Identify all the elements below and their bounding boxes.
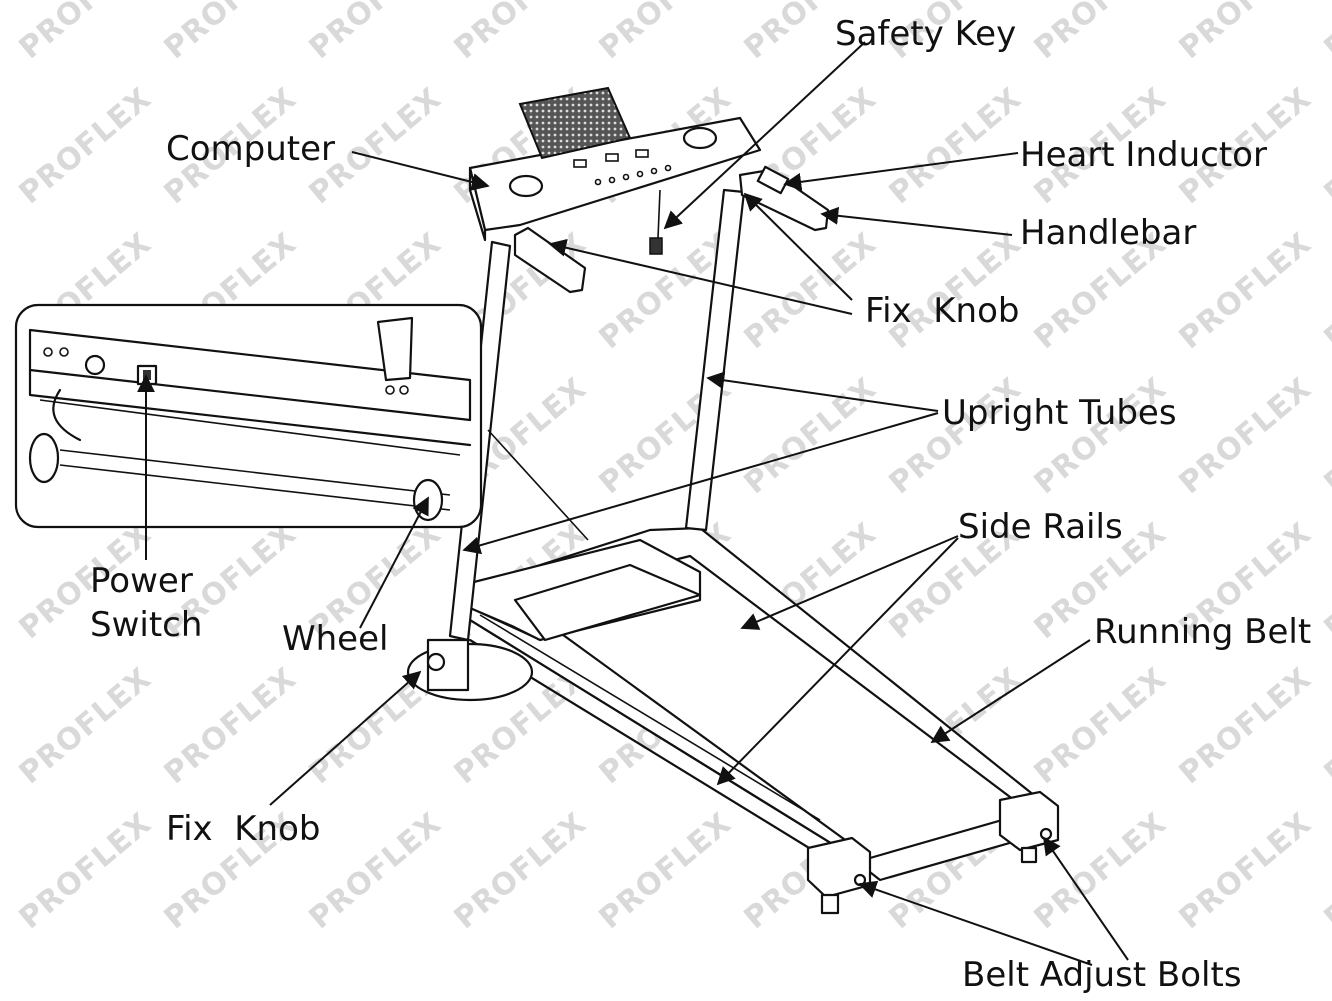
watermark-text-51: PROFLEX bbox=[158, 661, 304, 791]
watermark-text-58: PROFLEX bbox=[1173, 661, 1319, 791]
treadmill-drawing bbox=[406, 86, 1060, 915]
watermark-text-49: PROFLEX bbox=[1318, 516, 1332, 646]
watermark-text-69: PROFLEX bbox=[1318, 806, 1332, 936]
label-computer: Computer bbox=[166, 129, 335, 169]
watermark-text-68: PROFLEX bbox=[1173, 806, 1319, 936]
watermark-text-19: PROFLEX bbox=[1318, 81, 1332, 211]
watermark-text-9: PROFLEX bbox=[1318, 0, 1332, 66]
watermark-text-62: PROFLEX bbox=[303, 806, 449, 936]
watermark-text-60: PROFLEX bbox=[13, 806, 159, 936]
watermark-text-1: PROFLEX bbox=[158, 0, 304, 66]
end-cap-left bbox=[806, 836, 872, 899]
watermark-text-0: PROFLEX bbox=[13, 0, 159, 66]
label-wheel: Wheel bbox=[282, 619, 388, 659]
label-fix-knob-top: Fix Knob bbox=[865, 291, 1020, 331]
watermark-text-29: PROFLEX bbox=[1318, 226, 1332, 356]
watermark-text-3: PROFLEX bbox=[448, 0, 594, 66]
watermark-text-59: PROFLEX bbox=[1318, 661, 1332, 791]
watermark-text-38: PROFLEX bbox=[1173, 371, 1319, 501]
watermark-text-57: PROFLEX bbox=[1028, 661, 1174, 791]
label-heart-inductor: Heart Inductor bbox=[1020, 135, 1267, 175]
watermark-text-7: PROFLEX bbox=[1028, 0, 1174, 66]
label-belt-adjust-bolts: Belt Adjust Bolts bbox=[962, 955, 1242, 995]
watermark-text-4: PROFLEX bbox=[593, 0, 739, 66]
tablet-holder bbox=[518, 86, 632, 160]
label-running-belt: Running Belt bbox=[1094, 612, 1311, 652]
upright-tube-right bbox=[684, 188, 746, 532]
watermark-text-8: PROFLEX bbox=[1173, 0, 1319, 66]
watermark-text-64: PROFLEX bbox=[593, 806, 739, 936]
watermark-text-2: PROFLEX bbox=[303, 0, 449, 66]
labels: Safety Key Computer Heart Inductor Handl… bbox=[90, 14, 1311, 995]
label-power-switch-line2: Switch bbox=[90, 605, 202, 645]
watermark-text-63: PROFLEX bbox=[448, 806, 594, 936]
label-upright-tubes: Upright Tubes bbox=[942, 393, 1177, 433]
power-switch-inset bbox=[14, 303, 483, 529]
watermark-text-10: PROFLEX bbox=[13, 81, 159, 211]
watermark-text-39: PROFLEX bbox=[1318, 371, 1332, 501]
watermark-text-25: PROFLEX bbox=[738, 226, 884, 356]
label-power-switch-line1: Power bbox=[90, 561, 193, 601]
leader-lines bbox=[137, 41, 1129, 966]
handlebar-left bbox=[513, 226, 587, 294]
end-cap-right bbox=[998, 790, 1060, 852]
label-side-rails: Side Rails bbox=[958, 507, 1123, 547]
label-handlebar: Handlebar bbox=[1020, 213, 1196, 253]
watermark-text-37: PROFLEX bbox=[1028, 371, 1174, 501]
label-fix-knob-bottom: Fix Knob bbox=[166, 809, 321, 849]
watermark-text-36: PROFLEX bbox=[883, 371, 1029, 501]
label-safety-key: Safety Key bbox=[835, 14, 1016, 54]
base-plate bbox=[406, 642, 534, 702]
watermark-text-50: PROFLEX bbox=[13, 661, 159, 791]
watermark-text-16: PROFLEX bbox=[883, 81, 1029, 211]
